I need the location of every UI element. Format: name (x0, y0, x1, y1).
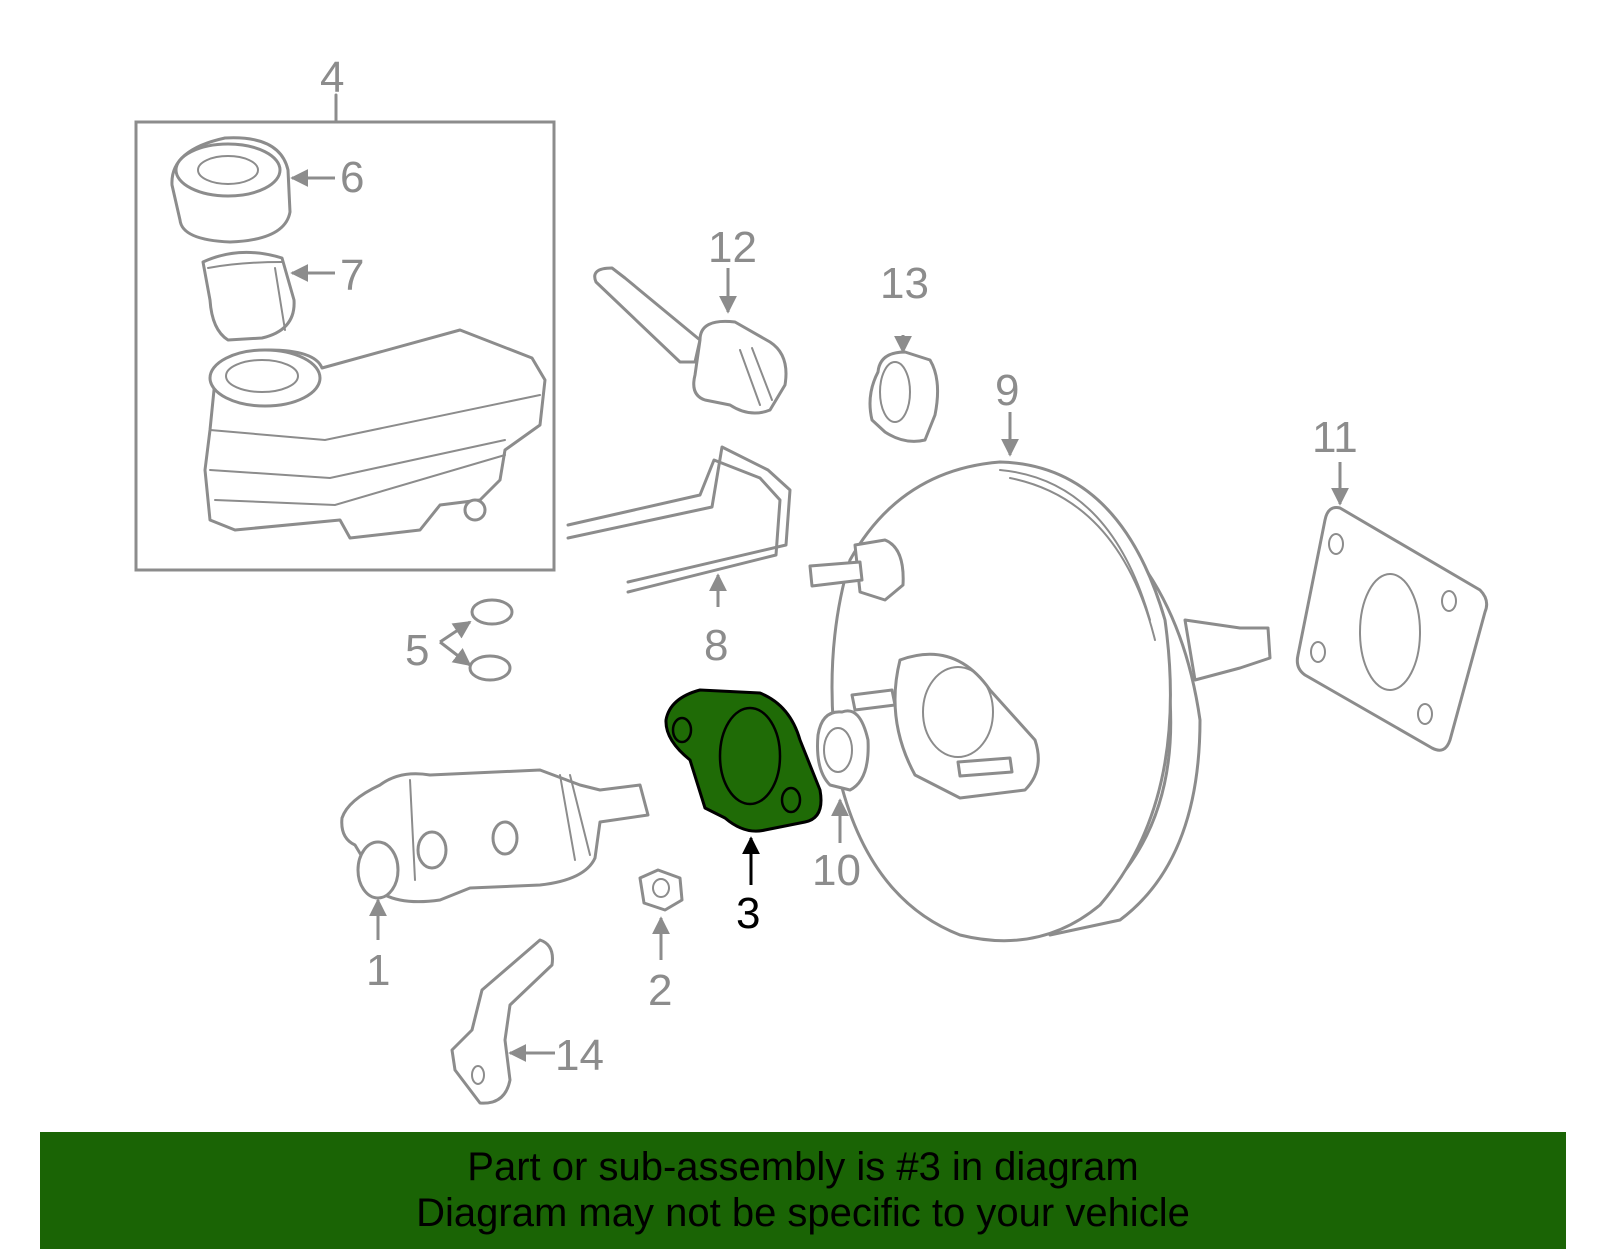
callout-2: 2 (648, 966, 672, 1015)
callout-1: 1 (366, 946, 390, 995)
callout-14: 14 (555, 1031, 604, 1080)
callout-13: 13 (880, 259, 929, 308)
gasket-highlighted-part (664, 688, 823, 885)
grommet-part (868, 335, 940, 443)
tube-part (566, 445, 792, 607)
callout-10: 10 (812, 846, 861, 895)
brake-booster-part (808, 412, 1272, 943)
strainer-part (201, 250, 335, 342)
callout-12: 12 (708, 223, 757, 272)
callout-8: 8 (704, 621, 728, 670)
callout-5: 5 (405, 626, 429, 675)
reservoir-cap-part (170, 136, 335, 244)
banner-line-disclaimer: Diagram may not be specific to your vehi… (416, 1191, 1190, 1235)
callout-3: 3 (736, 889, 760, 938)
reservoir-assembly-box (134, 93, 556, 572)
o-rings-part (439, 598, 514, 682)
callout-7: 7 (340, 251, 364, 300)
gasket-plate-part (1295, 462, 1489, 752)
banner-line-part-number: Part or sub-assembly is #3 in diagram (467, 1145, 1139, 1189)
callout-11: 11 (1312, 413, 1358, 462)
seal-part (816, 709, 870, 843)
callout-9: 9 (995, 366, 1019, 415)
info-banner: Part or sub-assembly is #3 in diagram Di… (40, 1132, 1566, 1249)
hose-part (593, 266, 788, 415)
bracket-part (450, 938, 555, 1105)
callout-4: 4 (320, 53, 344, 102)
callout-6: 6 (340, 153, 364, 202)
reservoir-tank-part (203, 328, 547, 540)
nut-part (638, 868, 684, 960)
master-cylinder-part (340, 768, 650, 940)
